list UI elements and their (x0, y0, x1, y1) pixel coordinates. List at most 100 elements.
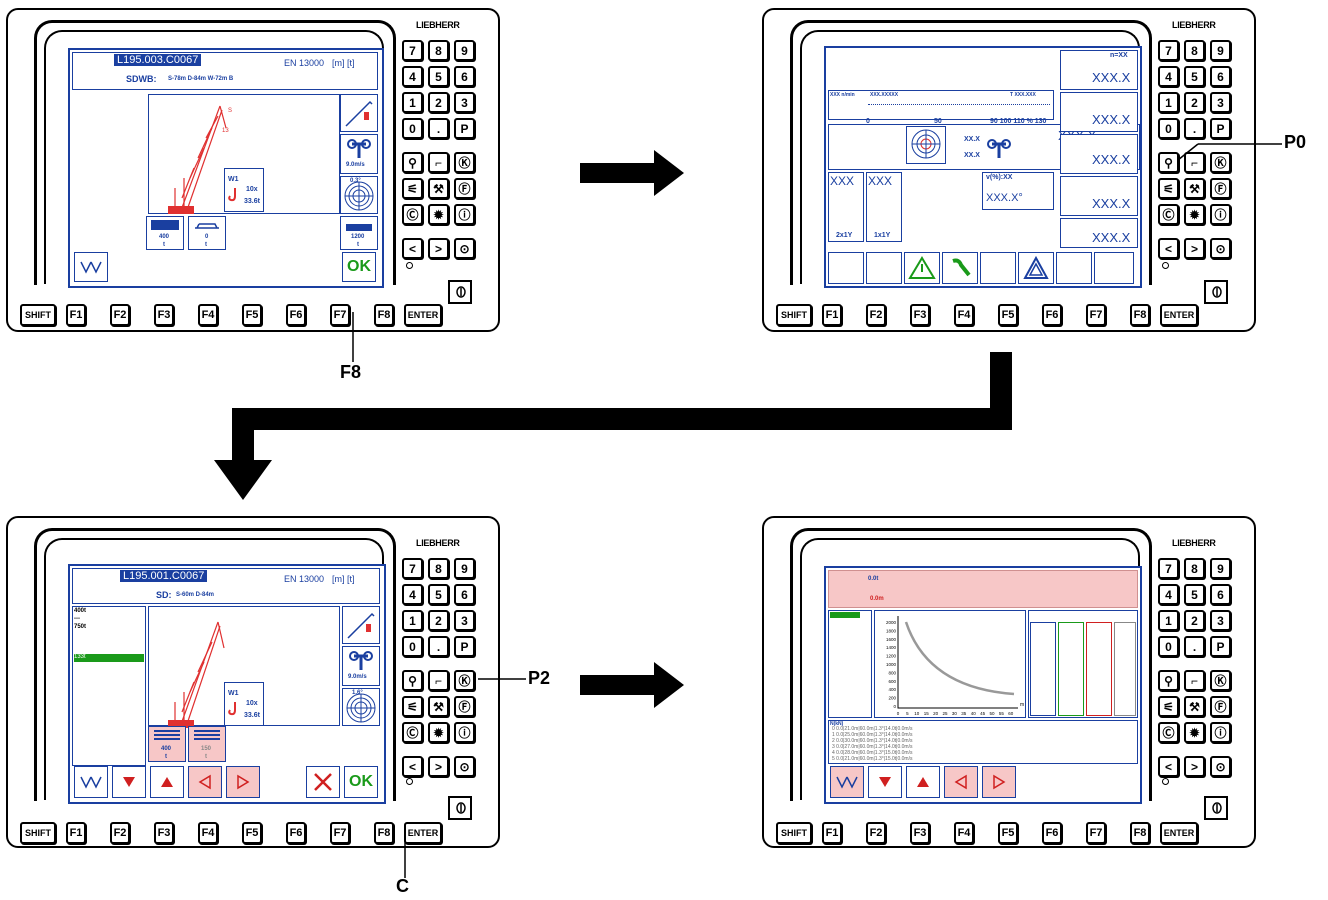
telescope-icon[interactable]: ⚲ (402, 152, 423, 173)
wrench-icon[interactable]: ⚒ (1184, 178, 1205, 199)
power-button[interactable] (448, 280, 472, 304)
key-right[interactable]: > (1184, 756, 1205, 777)
key-7[interactable]: 7 (402, 40, 423, 61)
key-p[interactable]: P (454, 118, 475, 139)
key-f[interactable]: Ⓕ (1210, 178, 1231, 199)
key-0[interactable]: 0 (402, 118, 423, 139)
key-f1[interactable]: F1 (66, 304, 86, 326)
key-left[interactable]: < (1158, 238, 1179, 259)
key-o[interactable]: ⊙ (1210, 238, 1231, 259)
key-8[interactable]: 8 (1184, 40, 1205, 61)
key-left[interactable]: < (1158, 756, 1179, 777)
key-k[interactable]: Ⓚ (1210, 670, 1231, 691)
key-f8[interactable]: F8 (374, 304, 394, 326)
key-c[interactable]: Ⓒ (1158, 722, 1179, 743)
key-f6[interactable]: F6 (286, 304, 306, 326)
key-enter[interactable]: ENTER (404, 822, 442, 844)
key-f6[interactable]: F6 (1042, 304, 1062, 326)
key-f4[interactable]: F4 (954, 822, 974, 844)
key-8[interactable]: 8 (428, 40, 449, 61)
gear-icon[interactable]: ✹ (428, 204, 449, 225)
key-0[interactable]: 0 (1158, 118, 1179, 139)
right-button[interactable] (226, 766, 260, 798)
key-shift[interactable]: SHIFT (20, 822, 56, 844)
key-2[interactable]: 2 (428, 92, 449, 113)
side-list-selected[interactable] (830, 612, 860, 618)
key-2[interactable]: 2 (428, 610, 449, 631)
key-right[interactable]: > (428, 238, 449, 259)
key-i[interactable]: ⓘ (454, 204, 475, 225)
slew-icon[interactable]: ⚟ (1158, 178, 1179, 199)
key-c[interactable]: Ⓒ (1158, 204, 1179, 225)
power-button[interactable] (1204, 280, 1228, 304)
key-f3[interactable]: F3 (154, 822, 174, 844)
key-f8[interactable]: F8 (1130, 822, 1150, 844)
up-button[interactable] (150, 766, 184, 798)
key-dot[interactable]: . (428, 636, 449, 657)
key-dot[interactable]: . (1184, 636, 1205, 657)
key-1[interactable]: 1 (1158, 92, 1179, 113)
key-right[interactable]: > (428, 756, 449, 777)
key-enter[interactable]: ENTER (1160, 822, 1198, 844)
wrench-icon[interactable]: ⚒ (1184, 696, 1205, 717)
key-f3[interactable]: F3 (154, 304, 174, 326)
key-p[interactable]: P (1210, 118, 1231, 139)
list-selected[interactable]: 133t (74, 654, 144, 662)
key-c[interactable]: Ⓒ (402, 204, 423, 225)
key-enter[interactable]: ENTER (1160, 304, 1198, 326)
key-0[interactable]: 0 (402, 636, 423, 657)
key-p[interactable]: P (1210, 636, 1231, 657)
key-o[interactable]: ⊙ (454, 756, 475, 777)
key-f7[interactable]: F7 (330, 304, 350, 326)
key-f7[interactable]: F7 (1086, 822, 1106, 844)
key-9[interactable]: 9 (1210, 558, 1231, 579)
hook-softkey[interactable] (1056, 252, 1092, 284)
key-6[interactable]: 6 (454, 66, 475, 87)
key-left[interactable]: < (402, 756, 423, 777)
key-o[interactable]: ⊙ (1210, 756, 1231, 777)
key-0[interactable]: 0 (1158, 636, 1179, 657)
key-k[interactable]: Ⓚ (454, 670, 475, 691)
key-4[interactable]: 4 (402, 584, 423, 605)
key-shift[interactable]: SHIFT (776, 304, 812, 326)
down-button[interactable] (868, 766, 902, 798)
softkey-1[interactable] (828, 252, 864, 284)
key-f8[interactable]: F8 (1130, 304, 1150, 326)
key-1[interactable]: 1 (402, 610, 423, 631)
slew-icon[interactable]: ⚟ (402, 178, 423, 199)
key-f2[interactable]: F2 (110, 304, 130, 326)
key-f2[interactable]: F2 (866, 304, 886, 326)
key-7[interactable]: 7 (402, 558, 423, 579)
key-f1[interactable]: F1 (822, 822, 842, 844)
key-i[interactable]: ⓘ (454, 722, 475, 743)
key-f[interactable]: Ⓕ (454, 696, 475, 717)
key-3[interactable]: 3 (454, 610, 475, 631)
key-8[interactable]: 8 (428, 558, 449, 579)
key-f1[interactable]: F1 (822, 304, 842, 326)
key-9[interactable]: 9 (454, 40, 475, 61)
scroll-down-button[interactable] (74, 252, 108, 282)
key-f3[interactable]: F3 (910, 822, 930, 844)
key-shift[interactable]: SHIFT (20, 304, 56, 326)
key-i[interactable]: ⓘ (1210, 722, 1231, 743)
crane-arm-icon[interactable]: ⌐ (428, 152, 449, 173)
key-4[interactable]: 4 (1158, 584, 1179, 605)
scroll-down-button[interactable] (74, 766, 108, 798)
key-f[interactable]: Ⓕ (1210, 696, 1231, 717)
slew-icon[interactable]: ⚟ (402, 696, 423, 717)
power-button[interactable] (1204, 796, 1228, 820)
key-5[interactable]: 5 (1184, 584, 1205, 605)
key-6[interactable]: 6 (1210, 584, 1231, 605)
key-i[interactable]: ⓘ (1210, 204, 1231, 225)
key-f5[interactable]: F5 (998, 304, 1018, 326)
softkey-5[interactable] (980, 252, 1016, 284)
key-f5[interactable]: F5 (242, 822, 262, 844)
key-2[interactable]: 2 (1184, 92, 1205, 113)
left-button[interactable] (188, 766, 222, 798)
key-c[interactable]: Ⓒ (402, 722, 423, 743)
key-left[interactable]: < (402, 238, 423, 259)
key-4[interactable]: 4 (1158, 66, 1179, 87)
key-k[interactable]: Ⓚ (454, 152, 475, 173)
key-shift[interactable]: SHIFT (776, 822, 812, 844)
horn-softkey[interactable] (1094, 252, 1134, 284)
